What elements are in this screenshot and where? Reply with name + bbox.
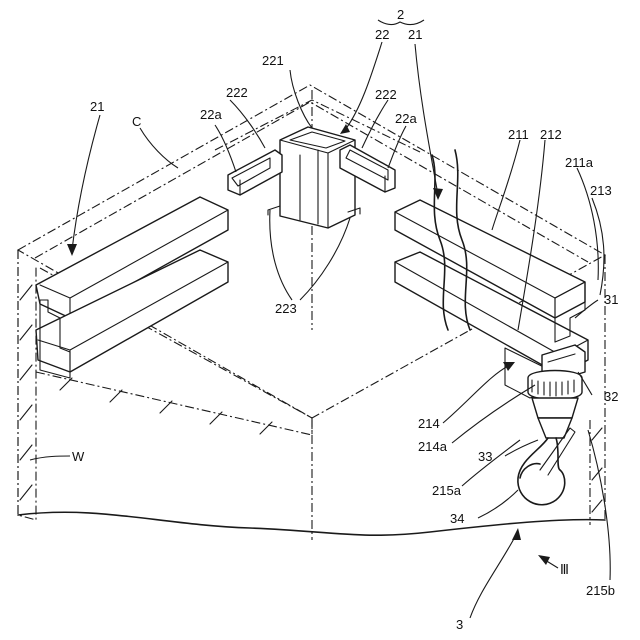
- label-32: 32: [604, 390, 618, 403]
- center-connector: [268, 127, 360, 228]
- label-W: W: [72, 450, 84, 463]
- label-31: 31: [604, 293, 618, 306]
- label-213: 213: [590, 184, 612, 197]
- label-33: 33: [478, 450, 492, 463]
- label-22a-right: 22a: [395, 112, 417, 125]
- label-C: C: [132, 115, 141, 128]
- label-214a: 214a: [418, 440, 447, 453]
- label-215a: 215a: [432, 484, 461, 497]
- label-215b: 215b: [586, 584, 615, 597]
- label-2: 2: [397, 8, 404, 21]
- label-214: 214: [418, 417, 440, 430]
- label-III: Ⅲ: [560, 563, 569, 576]
- label-212: 212: [540, 128, 562, 141]
- label-22: 22: [375, 28, 389, 41]
- label-211: 211: [508, 128, 529, 141]
- label-21-left: 21: [90, 100, 104, 113]
- label-211a: 211a: [565, 156, 593, 169]
- label-22a-left: 22a: [200, 108, 222, 121]
- label-222-left: 222: [226, 86, 248, 99]
- label-222-right: 222: [375, 88, 397, 101]
- label-221: 221: [262, 54, 284, 67]
- left-bracket: [228, 150, 282, 195]
- label-3: 3: [456, 618, 463, 631]
- hanging-unit: [518, 345, 585, 505]
- label-223: 223: [275, 302, 297, 315]
- label-34: 34: [450, 512, 464, 525]
- label-21-top: 21: [408, 28, 422, 41]
